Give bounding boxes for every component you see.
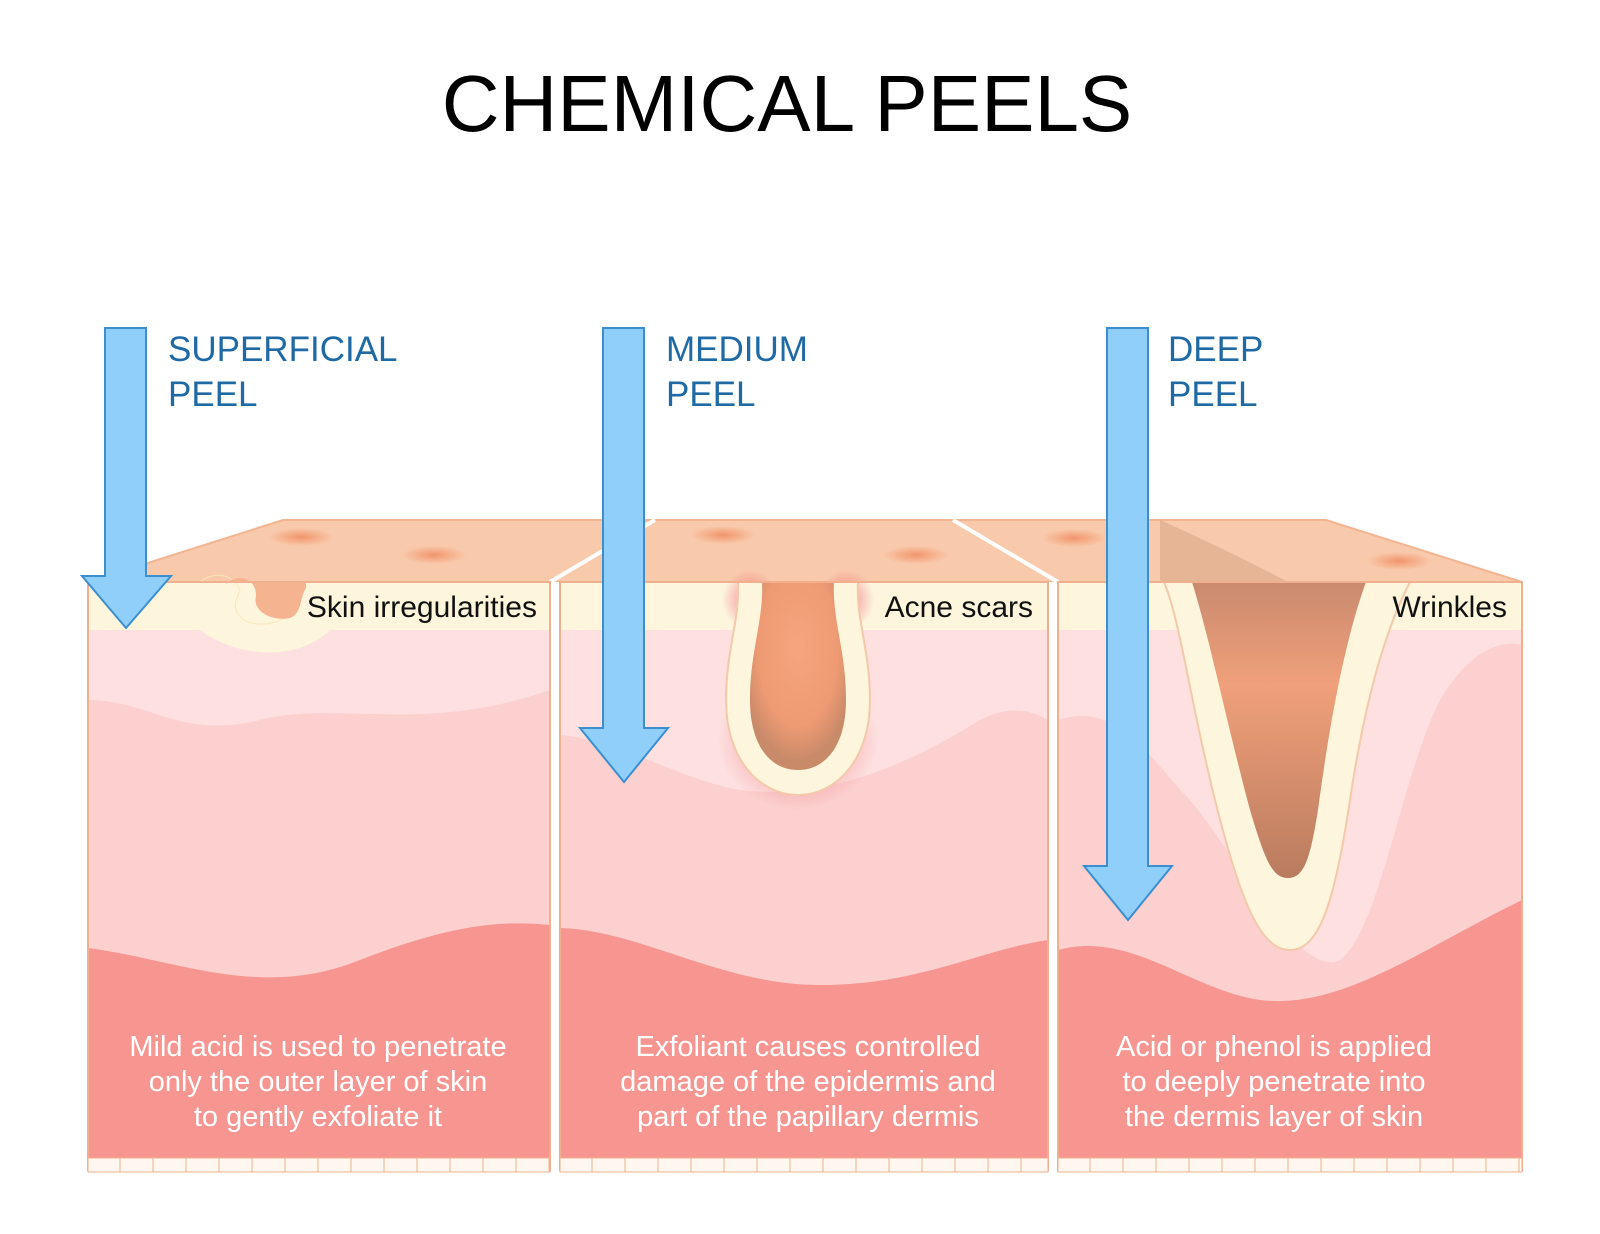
description-medium-line3: part of the papillary dermis — [637, 1101, 979, 1133]
peel-label-deep-line1: DEEP — [1168, 330, 1263, 369]
feature-label-deep: Wrinkles — [1393, 591, 1507, 624]
description-deep-line1: Acid or phenol is applied — [1116, 1031, 1432, 1063]
peel-label-medium-line1: MEDIUM — [666, 330, 808, 369]
peel-label-superficial-line1: SUPERFICIAL — [168, 330, 398, 369]
description-medium-line1: Exfoliant causes controlled — [636, 1031, 981, 1063]
description-deep-line3: the dermis layer of skin — [1125, 1101, 1423, 1133]
description-superficial-line2: only the outer layer of skin — [149, 1066, 488, 1098]
description-medium-line2: damage of the epidermis and — [620, 1066, 996, 1098]
description-superficial-line3: to gently exfoliate it — [194, 1101, 442, 1133]
panel-borders — [87, 581, 1523, 1172]
panel-medium — [560, 570, 1048, 1170]
description-superficial-line1: Mild acid is used to penetrate — [129, 1031, 506, 1063]
description-deep-line2: to deeply penetrate into — [1122, 1066, 1425, 1098]
peel-label-superficial-line2: PEEL — [168, 375, 258, 414]
feature-label-superficial: Skin irregularities — [307, 591, 537, 624]
arrow-medium — [577, 327, 671, 784]
bottom-tile-strip — [87, 1157, 1523, 1173]
arrow-superficial — [79, 327, 174, 630]
feature-label-medium: Acne scars — [885, 591, 1033, 624]
peel-label-deep-line2: PEEL — [1168, 375, 1258, 414]
page-title: CHEMICAL PEELS — [442, 59, 1133, 148]
panel-superficial — [88, 574, 550, 1170]
peel-label-medium-line2: PEEL — [666, 375, 756, 414]
arrow-deep — [1081, 327, 1175, 922]
